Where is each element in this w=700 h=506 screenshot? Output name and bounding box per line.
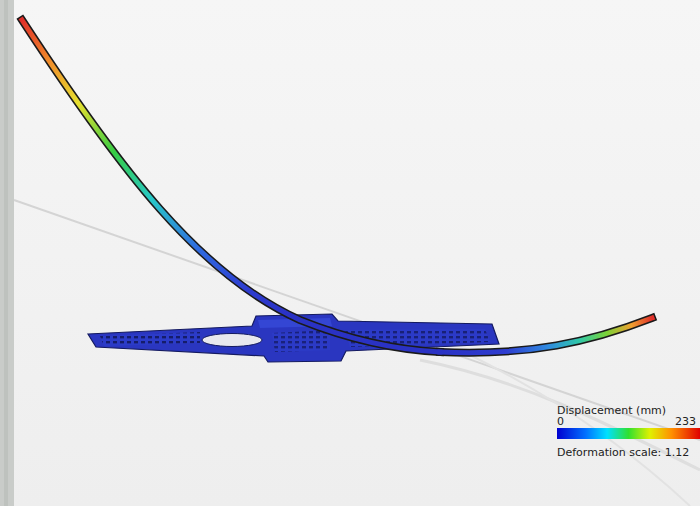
deformed-beam <box>22 20 652 353</box>
color-bar <box>557 428 700 439</box>
scale-value: 0 <box>557 415 564 428</box>
scale-note: Deformation scale: 1.12 <box>557 446 689 459</box>
scale-value: 233 <box>675 415 696 428</box>
legend-title: Displacement (mm) <box>557 404 666 417</box>
